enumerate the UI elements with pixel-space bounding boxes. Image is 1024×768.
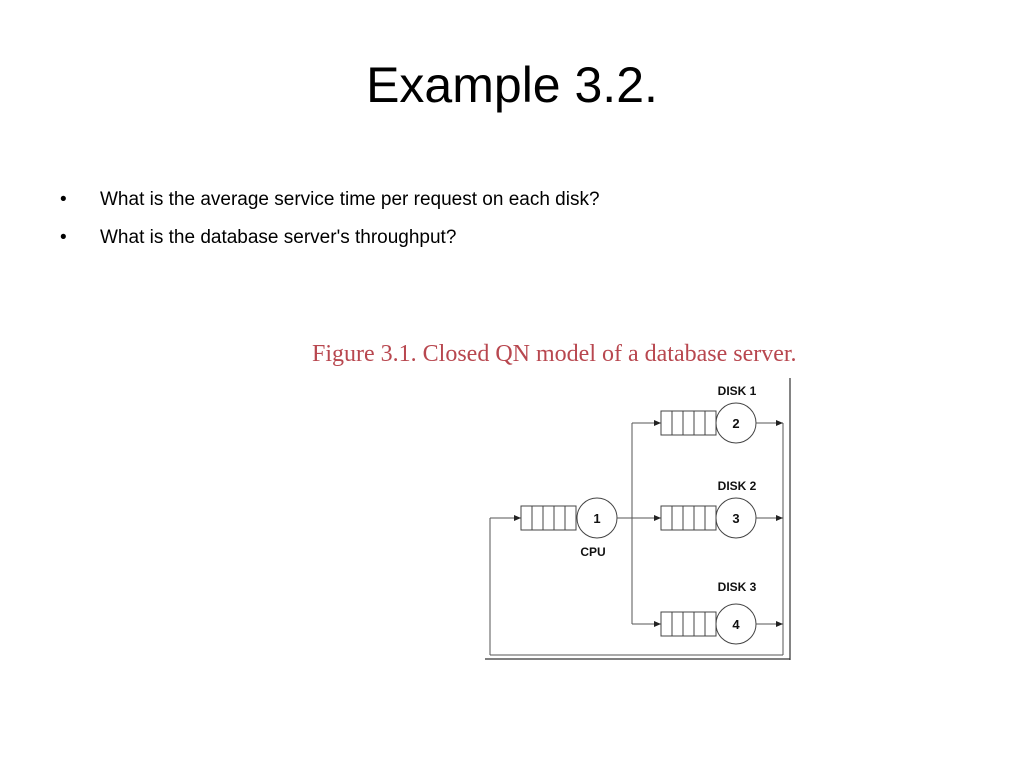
- disk3-label: DISK 3: [718, 580, 757, 594]
- slide-title: Example 3.2.: [366, 57, 658, 113]
- cpu-label: CPU: [580, 545, 605, 559]
- bullet-text: What is the database server's throughput…: [100, 227, 457, 248]
- bullet-marker: •: [60, 227, 67, 248]
- disk3-number: 4: [732, 617, 740, 632]
- cpu-node: 1: [576, 497, 618, 539]
- disk1-queue: [660, 410, 717, 436]
- disk2-queue: [660, 505, 717, 531]
- bullet-item: • What is the average service time per r…: [58, 186, 600, 224]
- disk3-node: 4: [715, 603, 757, 645]
- bullet-text: What is the average service time per req…: [100, 189, 600, 210]
- bullet-list: • What is the average service time per r…: [58, 186, 600, 262]
- bullet-marker: •: [60, 189, 67, 210]
- queueing-network-diagram: 1 CPU 2 DISK 1: [485, 378, 791, 660]
- cpu-queue: [520, 505, 577, 531]
- cpu-number: 1: [593, 511, 600, 526]
- disk3-queue: [660, 611, 717, 637]
- disk1-number: 2: [732, 416, 739, 431]
- disk2-number: 3: [732, 511, 739, 526]
- disk1-node: 2: [715, 402, 757, 444]
- disk2-label: DISK 2: [718, 479, 757, 493]
- bullet-item: • What is the database server's throughp…: [58, 224, 600, 262]
- figure-caption: Figure 3.1. Closed QN model of a databas…: [312, 341, 797, 367]
- disk2-node: 3: [715, 497, 757, 539]
- disk1-label: DISK 1: [718, 384, 757, 398]
